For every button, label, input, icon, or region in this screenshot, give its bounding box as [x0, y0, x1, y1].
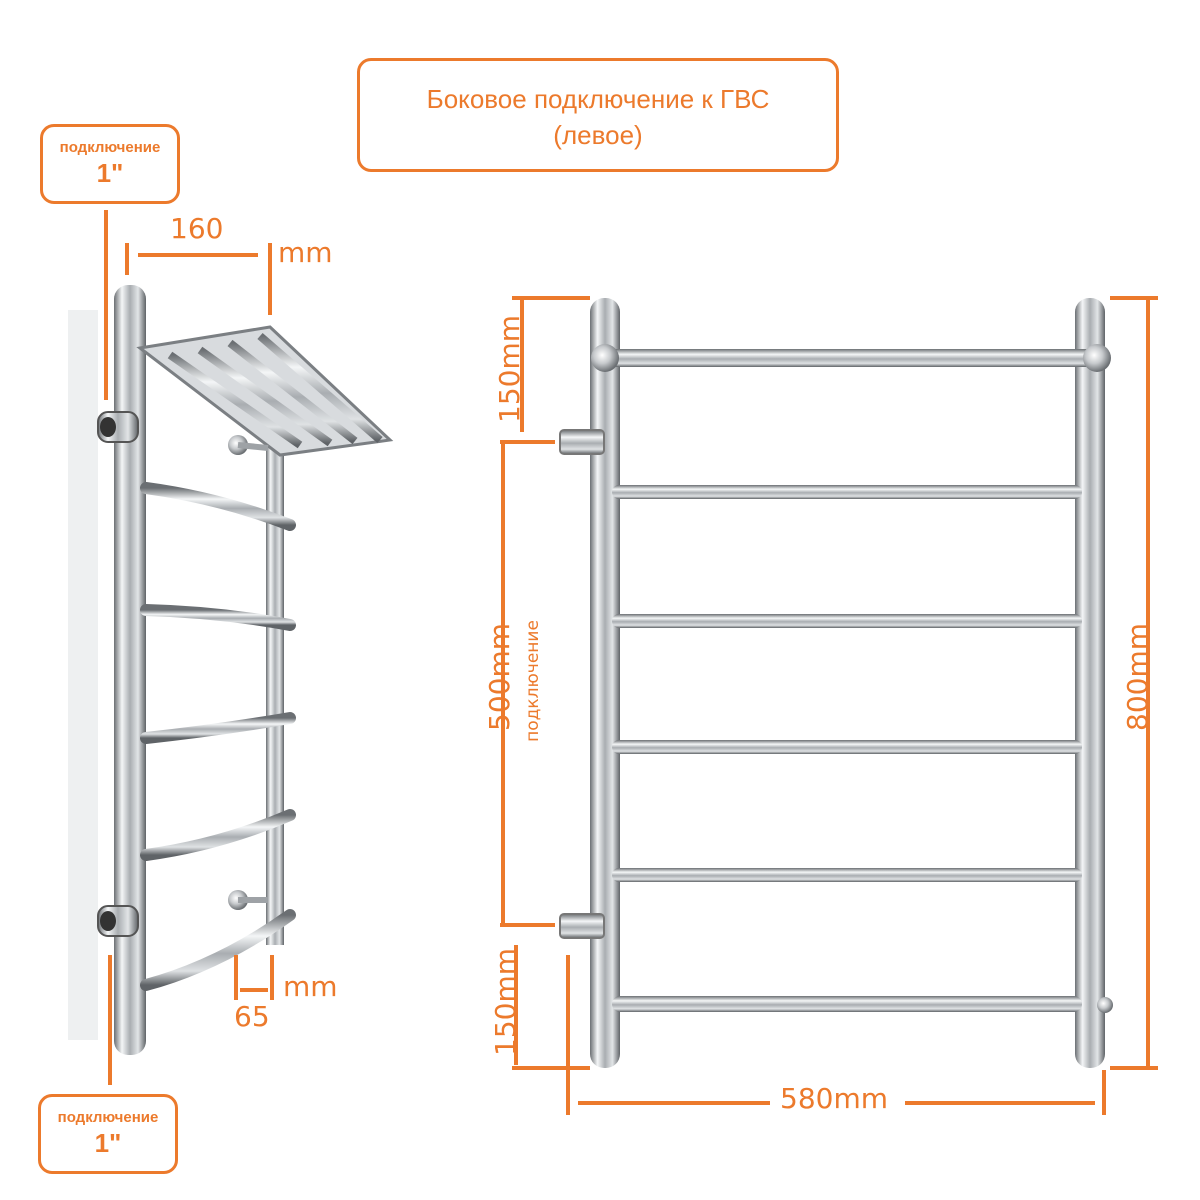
bottom-side-fitting	[559, 913, 605, 939]
title-line-1: Боковое подключение к ГВС	[426, 84, 770, 114]
bottom-cap	[1097, 997, 1113, 1013]
right-post	[1075, 298, 1105, 1068]
top-fitting-opening	[100, 417, 116, 437]
bottom-fitting-opening	[100, 911, 116, 931]
front-rung	[612, 614, 1082, 628]
top-connection-label: подключение	[59, 139, 161, 156]
title-line-2: (левое)	[553, 120, 643, 150]
wall-shadow	[68, 310, 98, 1040]
bottom-connection-label: подключение	[57, 1109, 159, 1126]
side-rung	[140, 909, 296, 991]
connection-distance-caption: подключение	[523, 620, 543, 742]
side-rung	[140, 604, 296, 631]
side-rung	[140, 482, 296, 531]
top-connection-box: подключение 1"	[40, 124, 180, 204]
front-rung	[612, 868, 1082, 882]
bottom-connection-size: 1"	[94, 1128, 122, 1158]
title-box: Боковое подключение к ГВС (левое)	[357, 58, 839, 172]
front-view-dimensions	[500, 296, 1158, 1115]
top-bar-cap-right	[1083, 344, 1111, 372]
depth-value: 160	[170, 212, 224, 245]
front-post	[114, 285, 146, 1055]
front-rung	[612, 740, 1082, 754]
front-rung	[612, 485, 1082, 499]
top-bar	[605, 349, 1095, 367]
side-rung	[140, 809, 296, 861]
shelf-bar	[257, 332, 383, 444]
top-bar-cap-left	[591, 344, 619, 372]
bottom-connection-box: подключение 1"	[38, 1094, 178, 1174]
front-view-drawing	[559, 298, 1113, 1068]
shelf-bar	[197, 346, 333, 447]
offset-unit: mm	[283, 970, 338, 1003]
offset-value: 65	[234, 1000, 270, 1033]
width-label: 580mm	[780, 1082, 888, 1115]
shelf-bar	[167, 351, 303, 449]
top-side-fitting	[559, 429, 605, 455]
bottom-offset-label: 150mm	[489, 948, 522, 1056]
connection-distance-label: 500mm	[483, 623, 516, 731]
top-offset-label: 150mm	[493, 315, 526, 423]
side-view-dimensions	[104, 210, 274, 1085]
wall-mount-rod	[237, 442, 269, 451]
side-view-drawing	[68, 285, 394, 1055]
left-post	[590, 298, 620, 1068]
shelf-bar	[227, 339, 358, 445]
height-label: 800mm	[1121, 623, 1154, 731]
front-rung	[612, 996, 1082, 1012]
top-connection-size: 1"	[96, 158, 124, 188]
side-rung	[140, 712, 296, 744]
depth-unit: mm	[278, 236, 333, 269]
